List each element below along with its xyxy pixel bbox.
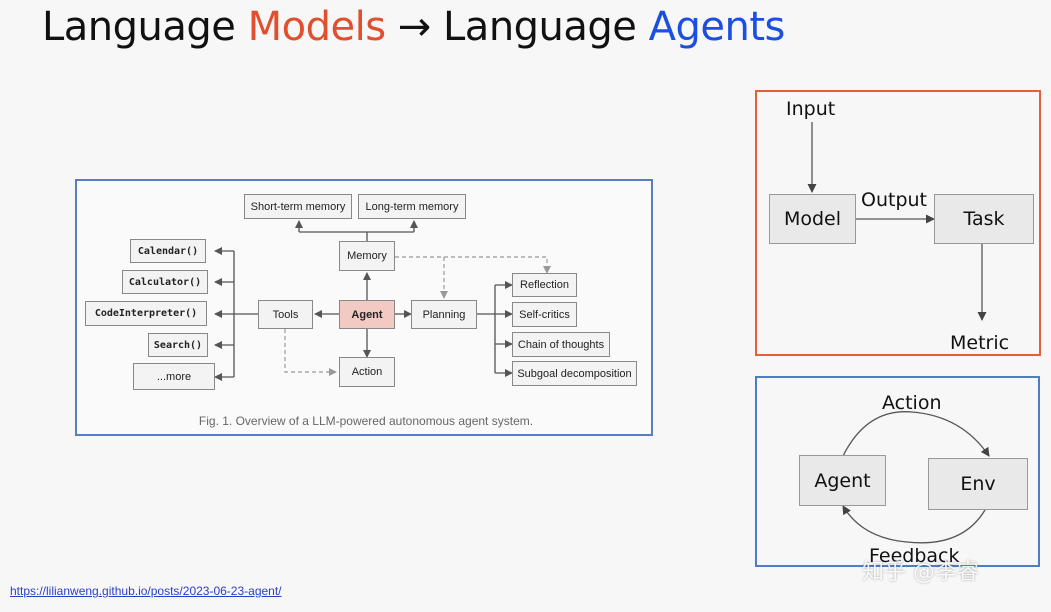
figure-caption: Fig. 1. Overview of a LLM-powered autono… — [198, 414, 534, 428]
slide-title: Language Models → Language Agents — [42, 4, 785, 50]
agent-system-figure: Short-term memory Long-term memory Memor… — [75, 179, 653, 436]
agent-loop-arrows — [842, 411, 990, 544]
env-box: Env — [928, 458, 1028, 510]
feedback-label: Feedback — [869, 545, 960, 567]
memory-node: Memory — [339, 241, 395, 271]
self-critics-node: Self-critics — [512, 302, 577, 327]
code-interpreter-tool-node: CodeInterpreter() — [85, 301, 207, 326]
agent-environment-panel: Action Agent Env Feedback — [755, 376, 1040, 567]
reflection-node: Reflection — [512, 273, 577, 297]
source-link[interactable]: https://lilianweng.github.io/posts/2023-… — [10, 584, 282, 598]
agent-box: Agent — [799, 455, 886, 506]
short-term-memory-node: Short-term memory — [244, 194, 352, 219]
chain-of-thoughts-node: Chain of thoughts — [512, 332, 610, 357]
planning-node: Planning — [411, 300, 477, 329]
title-part-language: Language — [42, 4, 248, 50]
tools-node: Tools — [258, 300, 313, 329]
search-tool-node: Search() — [148, 333, 208, 357]
watermark: 知乎 @李睿 — [862, 560, 979, 585]
task-node: Task — [934, 194, 1034, 244]
title-arrow: → — [385, 4, 444, 50]
calendar-tool-node: Calendar() — [130, 239, 206, 263]
agent-node: Agent — [339, 300, 395, 329]
subgoal-decomposition-node: Subgoal decomposition — [512, 361, 637, 386]
metric-label: Metric — [950, 332, 1010, 354]
action-label: Action — [882, 392, 942, 414]
model-node: Model — [769, 194, 856, 244]
more-tools-node: ...more — [133, 363, 215, 390]
lm-panel-arrows — [807, 122, 987, 321]
title-part-language-2: Language — [443, 4, 649, 50]
input-label: Input — [786, 98, 836, 120]
figure-connectors — [214, 220, 551, 381]
action-node: Action — [339, 357, 395, 387]
calculator-tool-node: Calculator() — [122, 270, 208, 294]
language-model-panel: Input Model Output Task Metric — [755, 90, 1041, 356]
title-part-agents: Agents — [648, 4, 786, 50]
title-part-models: Models — [247, 4, 386, 50]
output-label: Output — [861, 189, 927, 211]
long-term-memory-node: Long-term memory — [358, 194, 466, 219]
